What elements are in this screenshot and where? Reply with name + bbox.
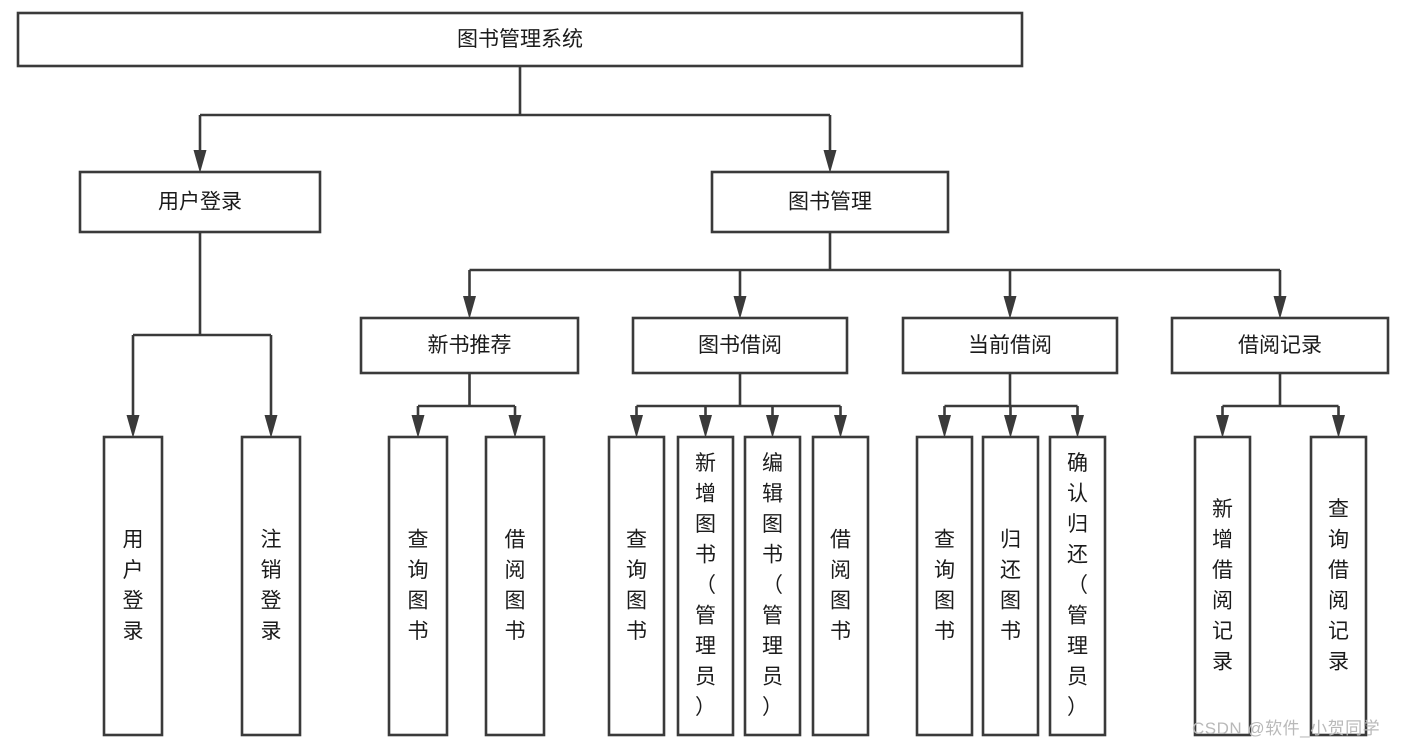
- node-label-leaf-edit-book: 编辑图书（管理员）: [762, 452, 783, 719]
- node-label-leaf-add-book: 新增图书（管理员）: [695, 452, 716, 719]
- connector-group-borrow-record: [1216, 373, 1345, 438]
- node-label-new-book-recommend: 新书推荐: [428, 334, 512, 357]
- node-leaf-return-book[interactable]: 归还图书: [981, 435, 1040, 737]
- node-box-leaf-confirm-return: [1048, 435, 1107, 737]
- node-label-leaf-return-book: 归还图书: [1000, 528, 1021, 643]
- node-label-leaf-add-borrow-record: 新增借阅记录: [1212, 498, 1233, 674]
- node-label-book-borrow: 图书借阅: [698, 334, 782, 357]
- node-label-book-manage: 图书管理: [788, 191, 872, 214]
- node-box-leaf-query-book-recommend: [387, 435, 449, 737]
- arrow-head: [508, 415, 522, 438]
- node-box-new-book-recommend: [359, 316, 580, 375]
- node-leaf-confirm-return[interactable]: 确认归还（管理员）: [1048, 435, 1107, 737]
- arrow-head: [699, 415, 712, 438]
- connector-group-current-borrow: [938, 373, 1084, 438]
- node-box-leaf-borrow-book: [811, 435, 870, 737]
- node-book-manage[interactable]: 图书管理: [710, 170, 950, 234]
- arrow-head: [1071, 415, 1084, 438]
- node-leaf-user-login[interactable]: 用户登录: [102, 435, 164, 737]
- node-new-book-recommend[interactable]: 新书推荐: [359, 316, 580, 375]
- arrow-head: [766, 415, 779, 438]
- node-leaf-add-book[interactable]: 新增图书（管理员）: [676, 435, 735, 737]
- node-box-leaf-add-borrow-record: [1193, 435, 1252, 737]
- node-leaf-query-book-current[interactable]: 查询图书: [915, 435, 974, 737]
- node-box-leaf-query-book-borrow: [607, 435, 666, 737]
- node-user-login[interactable]: 用户登录: [78, 170, 322, 234]
- node-box-leaf-logout: [240, 435, 302, 737]
- arrow-head: [1003, 296, 1017, 319]
- node-box-leaf-add-book: [676, 435, 735, 737]
- node-leaf-edit-book[interactable]: 编辑图书（管理员）: [743, 435, 802, 737]
- node-box-book-borrow: [631, 316, 849, 375]
- node-label-leaf-query-book-borrow: 查询图书: [626, 528, 647, 643]
- node-label-root: 图书管理系统: [457, 28, 583, 51]
- connector-group-book-borrow: [630, 373, 847, 438]
- node-label-leaf-user-login: 用户登录: [123, 528, 144, 643]
- node-box-current-borrow: [901, 316, 1119, 375]
- arrow-head: [1273, 296, 1287, 319]
- node-label-leaf-borrow-book-recommend: 借阅图书: [505, 528, 526, 643]
- node-label-user-login: 用户登录: [158, 191, 242, 214]
- node-leaf-query-book-borrow[interactable]: 查询图书: [607, 435, 666, 737]
- arrow-head: [630, 415, 643, 438]
- arrow-head: [126, 415, 140, 438]
- node-box-leaf-return-book: [981, 435, 1040, 737]
- node-label-leaf-borrow-book: 借阅图书: [830, 528, 851, 643]
- arrow-head: [938, 415, 951, 438]
- connector-group-book-manage: [463, 232, 1287, 319]
- arrow-head: [1004, 415, 1017, 438]
- arrow-head: [193, 150, 207, 173]
- arrow-head: [823, 150, 837, 173]
- connector-group-root: [193, 66, 837, 173]
- node-box-borrow-record: [1170, 316, 1390, 375]
- node-box-user-login: [78, 170, 322, 234]
- node-label-leaf-query-book-recommend: 查询图书: [408, 528, 429, 643]
- node-leaf-query-book-recommend[interactable]: 查询图书: [387, 435, 449, 737]
- nodes-layer: 图书管理系统用户登录图书管理新书推荐图书借阅当前借阅借阅记录用户登录注销登录查询…: [16, 11, 1390, 737]
- arrow-head: [411, 415, 425, 438]
- arrow-head: [463, 296, 476, 319]
- node-label-leaf-confirm-return: 确认归还（管理员）: [1067, 452, 1088, 719]
- connector-group-new-book-recommend: [411, 373, 522, 438]
- node-box-leaf-query-book-current: [915, 435, 974, 737]
- node-leaf-borrow-book-recommend[interactable]: 借阅图书: [484, 435, 546, 737]
- node-box-root: [16, 11, 1024, 68]
- node-leaf-query-borrow-record[interactable]: 查询借阅记录: [1309, 435, 1368, 737]
- arrow-head: [1216, 415, 1229, 438]
- arrow-head: [1332, 415, 1345, 438]
- connector-group-user-login: [126, 232, 278, 438]
- node-current-borrow[interactable]: 当前借阅: [901, 316, 1119, 375]
- node-book-borrow[interactable]: 图书借阅: [631, 316, 849, 375]
- node-box-leaf-query-borrow-record: [1309, 435, 1368, 737]
- node-root[interactable]: 图书管理系统: [16, 11, 1024, 68]
- node-box-leaf-borrow-book-recommend: [484, 435, 546, 737]
- node-label-current-borrow: 当前借阅: [968, 334, 1052, 357]
- node-box-leaf-user-login: [102, 435, 164, 737]
- node-label-borrow-record: 借阅记录: [1238, 334, 1322, 357]
- node-label-leaf-query-borrow-record: 查询借阅记录: [1328, 498, 1349, 674]
- edges-layer: [126, 66, 1345, 438]
- node-leaf-borrow-book[interactable]: 借阅图书: [811, 435, 870, 737]
- node-box-book-manage: [710, 170, 950, 234]
- node-label-leaf-query-book-current: 查询图书: [934, 528, 955, 643]
- node-box-leaf-edit-book: [743, 435, 802, 737]
- node-borrow-record[interactable]: 借阅记录: [1170, 316, 1390, 375]
- csdn-watermark: CSDN @软件_小贺同学: [1192, 719, 1381, 738]
- arrow-head: [834, 415, 847, 438]
- arrow-head: [264, 415, 278, 438]
- node-label-leaf-logout: 注销登录: [261, 528, 282, 643]
- node-leaf-add-borrow-record[interactable]: 新增借阅记录: [1193, 435, 1252, 737]
- node-leaf-logout[interactable]: 注销登录: [240, 435, 302, 737]
- arrow-head: [733, 296, 747, 319]
